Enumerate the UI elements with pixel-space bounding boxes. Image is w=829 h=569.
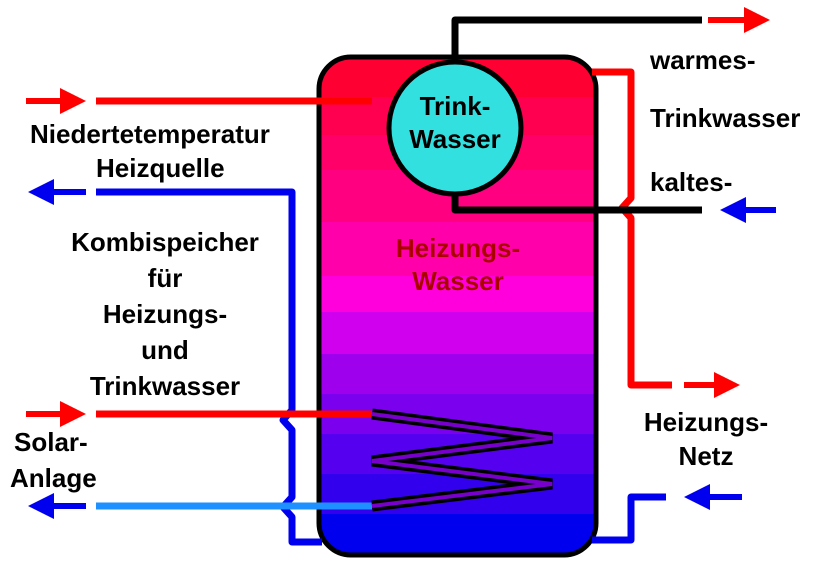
warm-water-label-line2: Trinkwasser	[650, 103, 801, 133]
tank-water-label-line2: Wasser	[412, 266, 504, 296]
title-line2: für	[147, 263, 183, 293]
layer-6	[319, 276, 596, 312]
heating-net-out-arrow-icon	[714, 372, 740, 398]
heating-net-label-line1: Heizungs-	[643, 407, 769, 437]
warm-water-label-line1: warmes-	[650, 45, 756, 75]
heating-net-label-line2: Netz	[678, 441, 734, 471]
layer-5	[319, 222, 596, 276]
drinking-water-tank	[386, 59, 524, 197]
solar-out-arrow-icon	[28, 493, 54, 519]
layer-7	[319, 312, 596, 354]
cold-water-in-arrow-icon	[720, 197, 746, 223]
heat-source-label-line2: Heizquelle	[96, 153, 225, 183]
diagram-title: Kombispeicher für Heizungs- und Trinkwas…	[40, 224, 290, 404]
title-line1: Kombispeicher	[71, 227, 259, 257]
layer-12	[319, 514, 596, 555]
cold-water-label: kaltes-	[650, 167, 733, 197]
tank-water-label-line1: Heizungs-	[395, 233, 521, 263]
drinking-tank-label-line1: Trink-	[419, 91, 491, 121]
drinking-tank-label-line2: Wasser	[409, 124, 501, 154]
heating-net-return-pipe	[592, 493, 666, 544]
warm-water-out-arrow-icon	[744, 7, 770, 33]
heating-net-in-arrow-icon	[684, 484, 710, 510]
layer-8	[319, 354, 596, 394]
heat-source-out-arrow-icon	[28, 179, 54, 205]
solar-label-line1: Solar-	[14, 427, 88, 457]
solar-in-arrow-icon	[60, 401, 86, 427]
heat-source-label-line1: Niedertetemperatur	[30, 119, 270, 149]
solar-coil	[371, 412, 553, 508]
heating-net-label: Heizungs- Netz	[626, 405, 786, 473]
tank-water-label: Heizungs- Wasser	[348, 232, 568, 298]
heat-source-return-pipe	[96, 188, 322, 546]
heat-source-in-arrow-icon	[60, 88, 86, 114]
title-line4: und	[141, 335, 189, 365]
drinking-tank-label: Trink- Wasser	[388, 90, 522, 156]
title-line3: Heizungs-	[102, 299, 228, 329]
title-line5: Trinkwasser	[89, 371, 241, 401]
solar-label-line2: Anlage	[10, 463, 97, 493]
